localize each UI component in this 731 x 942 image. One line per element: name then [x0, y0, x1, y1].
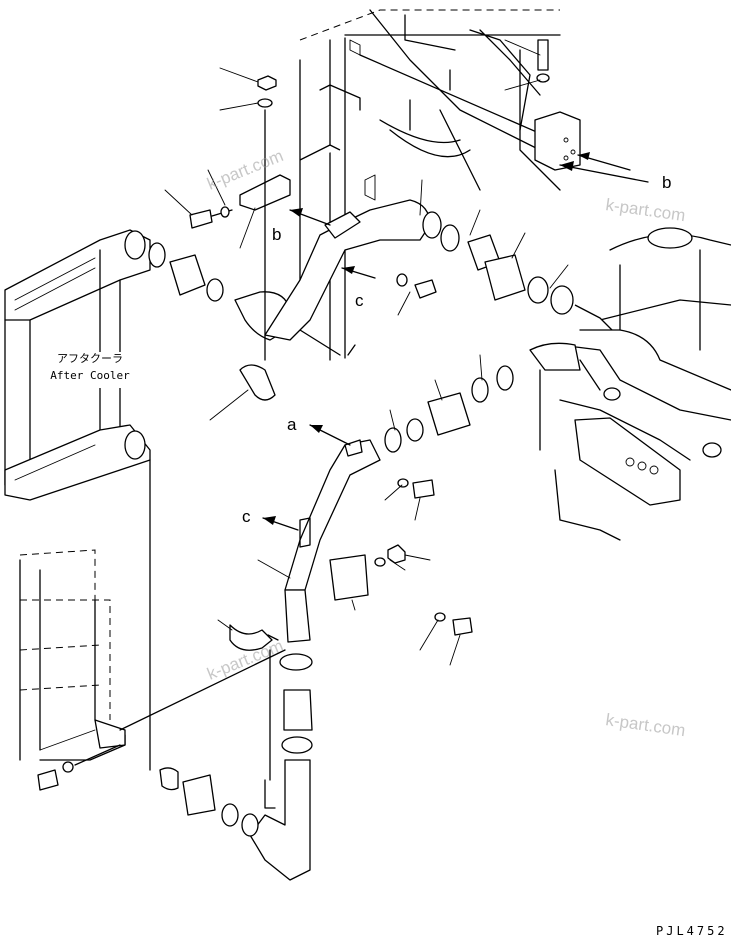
after-cooler-label-jp: アフタクーラ: [57, 352, 123, 365]
after-cooler-label-en: After Cooler: [50, 369, 130, 382]
leader-lines: [39, 39, 569, 751]
drawing-code: PJL4752: [656, 924, 728, 938]
middle-hose-assembly: [284, 342, 581, 643]
engine-right: [539, 227, 731, 541]
radiator-structure: [19, 549, 126, 761]
view-label-b-left: b: [272, 225, 281, 244]
watermark-2: k-part.com: [604, 195, 686, 225]
watermark-4: k-part.com: [604, 710, 686, 740]
upper-hose-assembly: [148, 199, 613, 341]
upper-brackets: [189, 39, 581, 401]
engine-frame: [299, 9, 561, 361]
view-label-a: a: [287, 415, 297, 434]
after-cooler: [4, 229, 151, 501]
view-label-b-right: b: [662, 173, 671, 192]
lower-hose-assembly: [37, 459, 313, 881]
view-label-c-upper: c: [355, 291, 364, 310]
view-arrows: [262, 152, 649, 531]
view-label-c-lower: c: [242, 507, 251, 526]
